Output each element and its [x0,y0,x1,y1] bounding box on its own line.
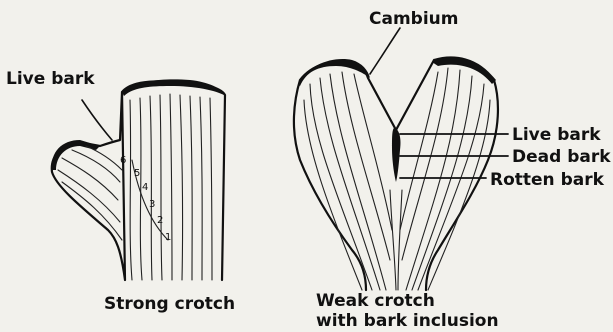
cambium-label: Cambium [369,9,458,29]
ring-number-2: 2 [157,215,163,226]
ring-number-4: 4 [142,182,148,193]
ring-number-1: 1 [165,232,171,243]
ring-number-6: 6 [120,155,126,166]
live-bark-label-strong: Live bark [6,69,95,89]
weak-crotch-drawing [294,28,508,290]
strong-crotch-title: Strong crotch [104,294,235,314]
dead-bark-label: Dead bark [512,147,611,167]
live-bark-label-weak: Live bark [512,125,601,145]
ring-number-3: 3 [149,199,155,210]
weak-crotch-title-line2: with bark inclusion [316,311,499,331]
rotten-bark-label: Rotten bark [490,170,605,190]
strong-crotch-drawing [52,79,226,280]
ring-number-5: 5 [134,168,140,179]
weak-crotch-title-line1: Weak crotch [316,291,435,311]
